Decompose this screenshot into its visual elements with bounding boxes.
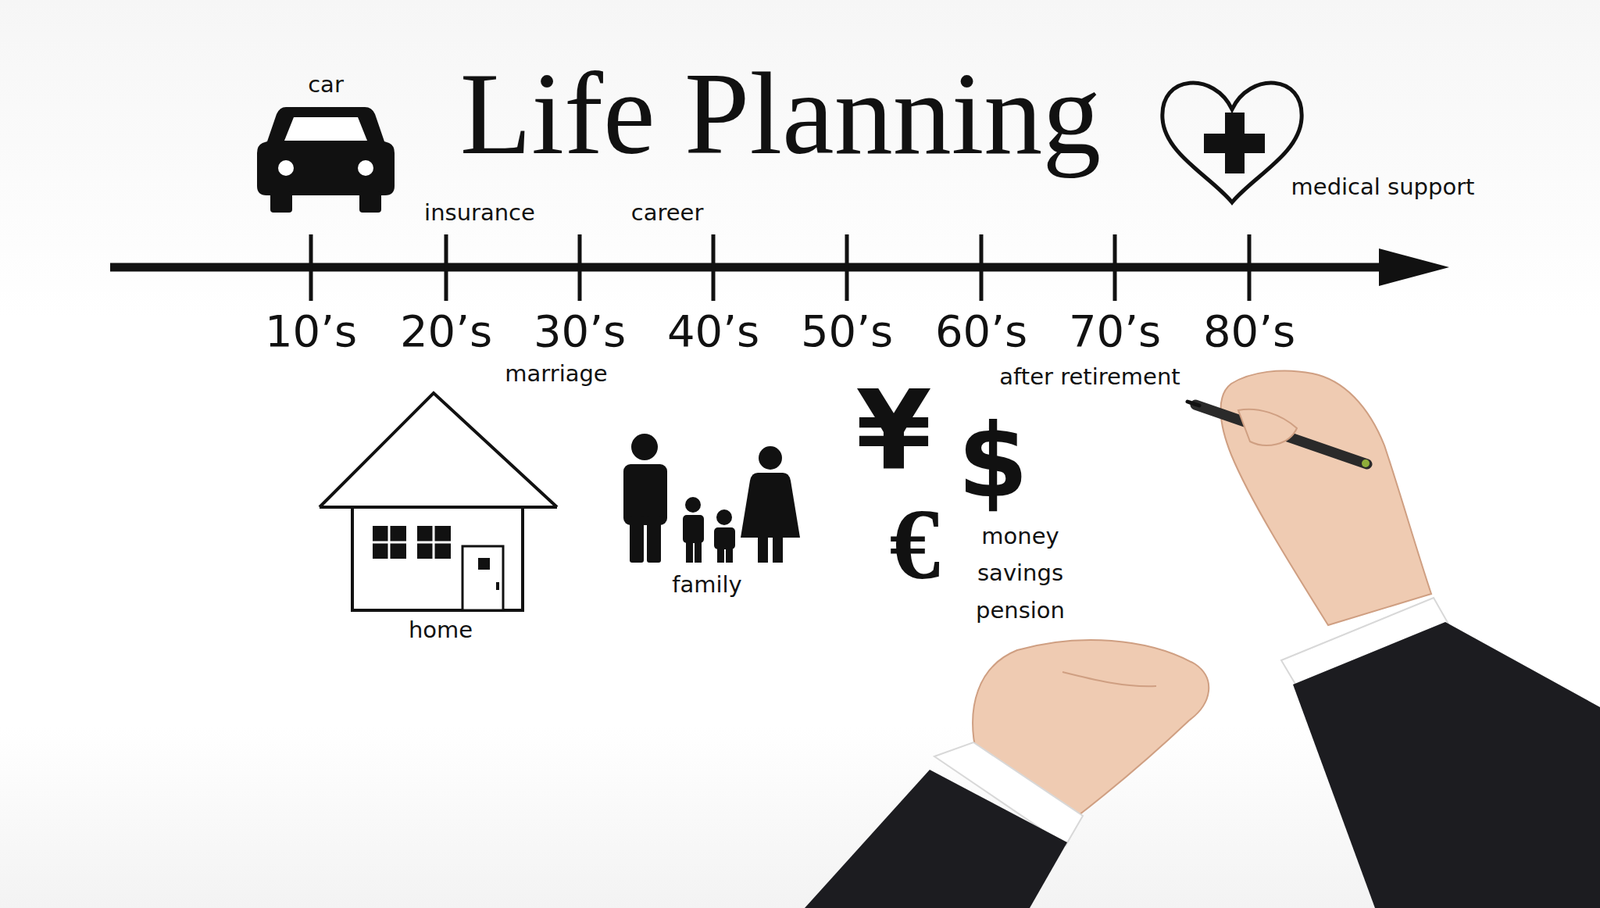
icon-label: family <box>671 573 743 597</box>
person-head <box>758 446 783 470</box>
decade-label: 20’s <box>400 309 493 354</box>
house-window <box>372 525 407 559</box>
person-leg <box>646 515 661 563</box>
person-leg <box>725 545 733 563</box>
door-window <box>478 557 490 570</box>
decade-label: 10’s <box>264 309 358 354</box>
suit-sleeve <box>1292 621 1600 908</box>
hand <box>1220 370 1432 625</box>
house-roof <box>319 392 558 508</box>
house-door <box>462 546 504 611</box>
icon-label: pension <box>975 599 1065 622</box>
tick <box>845 234 850 301</box>
person-leg <box>717 545 725 563</box>
timeline-note: career <box>631 201 704 225</box>
house-eave <box>319 505 558 509</box>
window-frame <box>372 541 407 544</box>
icon-label: money <box>981 525 1059 548</box>
house-wall <box>352 507 523 611</box>
family-icon <box>623 433 800 563</box>
car-body <box>257 107 395 196</box>
tick <box>1113 234 1118 301</box>
icon-label: home <box>408 618 473 642</box>
right-hand <box>1187 370 1600 908</box>
knuckle-line <box>1062 671 1157 686</box>
pen <box>1195 404 1368 465</box>
tick <box>309 234 314 301</box>
tick <box>1247 234 1252 301</box>
arrow-head <box>1378 248 1450 286</box>
decade-label: 40’s <box>667 309 760 354</box>
decade-label: 80’s <box>1203 309 1296 354</box>
person-leg <box>629 515 644 563</box>
tick <box>444 234 449 301</box>
timeline <box>110 234 1450 301</box>
tick <box>711 234 716 301</box>
icon-label: car <box>307 73 344 97</box>
decade-label: 50’s <box>800 309 893 354</box>
heart-outline <box>1162 82 1302 203</box>
pen-cap <box>1361 459 1370 468</box>
window-frame <box>417 541 451 544</box>
person-leg <box>685 539 693 563</box>
door-knob <box>496 582 500 590</box>
house-icon <box>319 392 558 611</box>
medical-icon <box>1162 82 1302 203</box>
person-head <box>685 496 701 513</box>
cross-bar <box>1225 112 1245 174</box>
person-leg <box>757 534 768 563</box>
car-icon <box>257 107 395 213</box>
left-hand <box>804 639 1209 908</box>
car-headlight <box>357 160 374 176</box>
timeline-note: marriage <box>504 362 608 386</box>
currency-symbol: € <box>889 492 941 595</box>
tick <box>578 234 583 301</box>
window-frames <box>372 525 451 559</box>
person-leg <box>772 534 783 563</box>
car-headlight <box>278 160 294 176</box>
currency-symbol: ¥ <box>855 376 932 486</box>
tick <box>979 234 984 301</box>
car-window <box>284 117 368 141</box>
timeline-note: after retirement <box>999 365 1180 389</box>
person-body <box>623 464 668 525</box>
timeline-note: insurance <box>424 201 536 225</box>
car-wheel <box>270 190 293 213</box>
person-head <box>631 433 658 461</box>
person-head <box>716 509 733 525</box>
person-body <box>682 514 704 543</box>
timeline-axis <box>110 263 1391 272</box>
icon-label: medical support <box>1291 175 1475 199</box>
person-leg <box>694 539 702 563</box>
car-wheel <box>359 190 382 213</box>
finger <box>1238 409 1297 446</box>
person-dress <box>740 472 800 538</box>
currency-symbol: $ <box>957 410 1029 512</box>
pen-tip <box>1187 401 1200 406</box>
decade-label: 60’s <box>935 309 1028 354</box>
suit-sleeve <box>804 769 1068 908</box>
house-window <box>417 525 451 559</box>
icon-label: savings <box>977 561 1064 585</box>
decade-label: 70’s <box>1068 309 1161 354</box>
diagram-title: Life Planning <box>460 54 1102 172</box>
tick-marks <box>310 234 1250 301</box>
decade-label: 30’s <box>533 309 626 354</box>
